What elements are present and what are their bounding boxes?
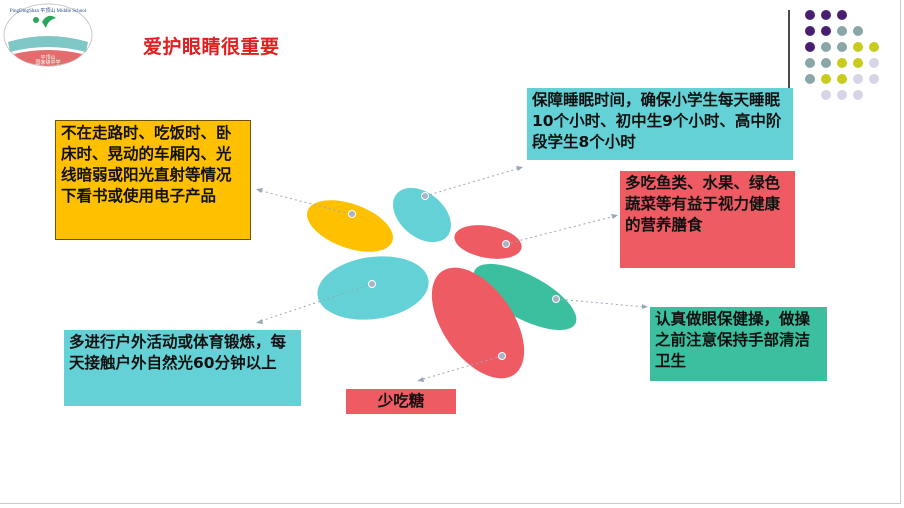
school-logo: PingDingShan 平顶山 Middle School 平顶山 国家级中学	[3, 3, 93, 67]
petal-red-small	[454, 225, 522, 259]
petal-dot-teal-small	[421, 192, 429, 200]
petal-red-large	[431, 267, 525, 379]
connector-teal-large	[257, 283, 373, 323]
tip-sleep-time: 保障睡眠时间，确保小学生每天睡眠10个小时、初中生9个小时、高中阶段学生8个小时	[527, 88, 793, 160]
petal-dot-red-small	[502, 240, 510, 248]
dot-row-1	[805, 10, 847, 20]
arrowhead-teal-large	[256, 319, 263, 324]
tip-outdoor-activity: 多进行户外活动或体育锻炼，每天接触户外自然光60分钟以上	[64, 330, 301, 406]
petal-dot-gold	[348, 210, 356, 218]
petal-dot-teal-large	[368, 280, 376, 288]
slide-title: 爱护眼睛很重要	[143, 36, 280, 58]
decor-vertical-line	[788, 10, 790, 105]
tip-eye-exercise: 认真做眼保健操，做操之前注意保持手部清洁卫生	[650, 307, 827, 381]
arrowhead-teal-small	[516, 166, 523, 171]
connector-red-small	[505, 215, 616, 245]
dot-row-6	[821, 90, 863, 100]
connector-red-large	[419, 355, 503, 381]
tip-reading-habits: 不在走路时、吃饭时、卧床时、晃动的车厢内、光线暗弱或阳光直射等情况下看书或使用电…	[55, 120, 251, 240]
petal-dot-green	[552, 295, 560, 303]
petal-gold	[307, 200, 393, 252]
dot-row-5	[805, 74, 879, 84]
logo-arc-text: PingDingShan 平顶山 Middle School	[10, 7, 87, 14]
dot-row-4	[805, 58, 879, 68]
tip-nutrition: 多吃鱼类、水果、绿色蔬菜等有益于视力健康的营养膳食	[620, 171, 795, 268]
logo-bottom-line2: 国家级中学	[35, 59, 60, 66]
tip-less-sugar: 少吃糖	[346, 389, 456, 414]
arrowhead-gold	[256, 188, 263, 193]
dot-row-3	[805, 42, 879, 52]
petal-teal-large	[317, 256, 429, 320]
petal-teal-small	[393, 187, 451, 243]
arrowhead-green	[642, 304, 648, 309]
petal-green	[473, 263, 577, 331]
arrowhead-red-small	[611, 214, 618, 219]
decor-dot-grid	[805, 10, 879, 100]
connector-teal-small	[424, 167, 521, 197]
dot-row-2	[805, 26, 863, 36]
petal-dot-red-large	[498, 352, 506, 360]
logo-bottom-line1: 平顶山	[40, 54, 55, 61]
arrowhead-red-large	[417, 377, 424, 382]
connector-gold	[257, 189, 351, 215]
